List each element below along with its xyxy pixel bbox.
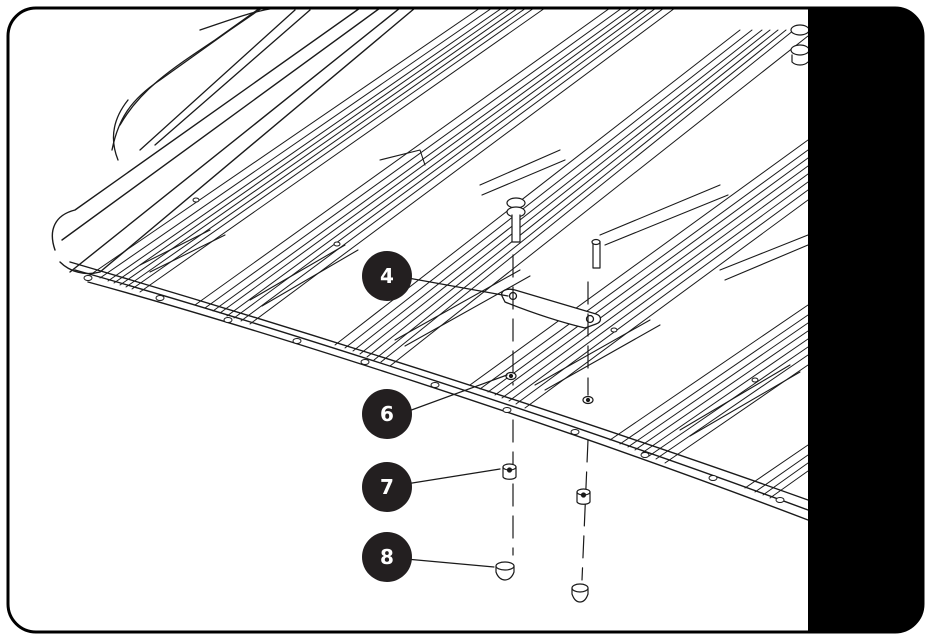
callout-4-label: 4 (380, 264, 394, 288)
callout-7: 7 (362, 462, 412, 512)
callout-7-badge (362, 462, 412, 512)
diagram-background (8, 8, 923, 632)
callout-8: 8 (362, 532, 412, 582)
rack-front-edge (51, 8, 416, 275)
callout-6-label: 6 (380, 402, 394, 426)
side-panel (808, 8, 923, 632)
vehicle-roof-outline (111, 8, 311, 161)
callout-8-badge (362, 532, 412, 582)
roof-rack-drawing (51, 8, 810, 603)
callout-8-label: 8 (380, 545, 394, 569)
end-caps (495, 561, 589, 603)
callout-4-badge (362, 251, 412, 301)
callout-7-label: 7 (380, 475, 394, 499)
rack-side-rail (69, 261, 809, 521)
nuts (502, 463, 591, 505)
callout-6-badge (362, 389, 412, 439)
callout-6: 6 (362, 389, 412, 439)
callout-4: 4 (362, 251, 412, 301)
bolts (506, 24, 810, 269)
assembly-axes (512, 254, 589, 581)
bolt-head-underside (505, 371, 594, 405)
leader-lines (405, 277, 509, 568)
rack-cross-members (139, 149, 809, 437)
rail-holes (83, 197, 785, 503)
frame-border (6, 6, 925, 634)
